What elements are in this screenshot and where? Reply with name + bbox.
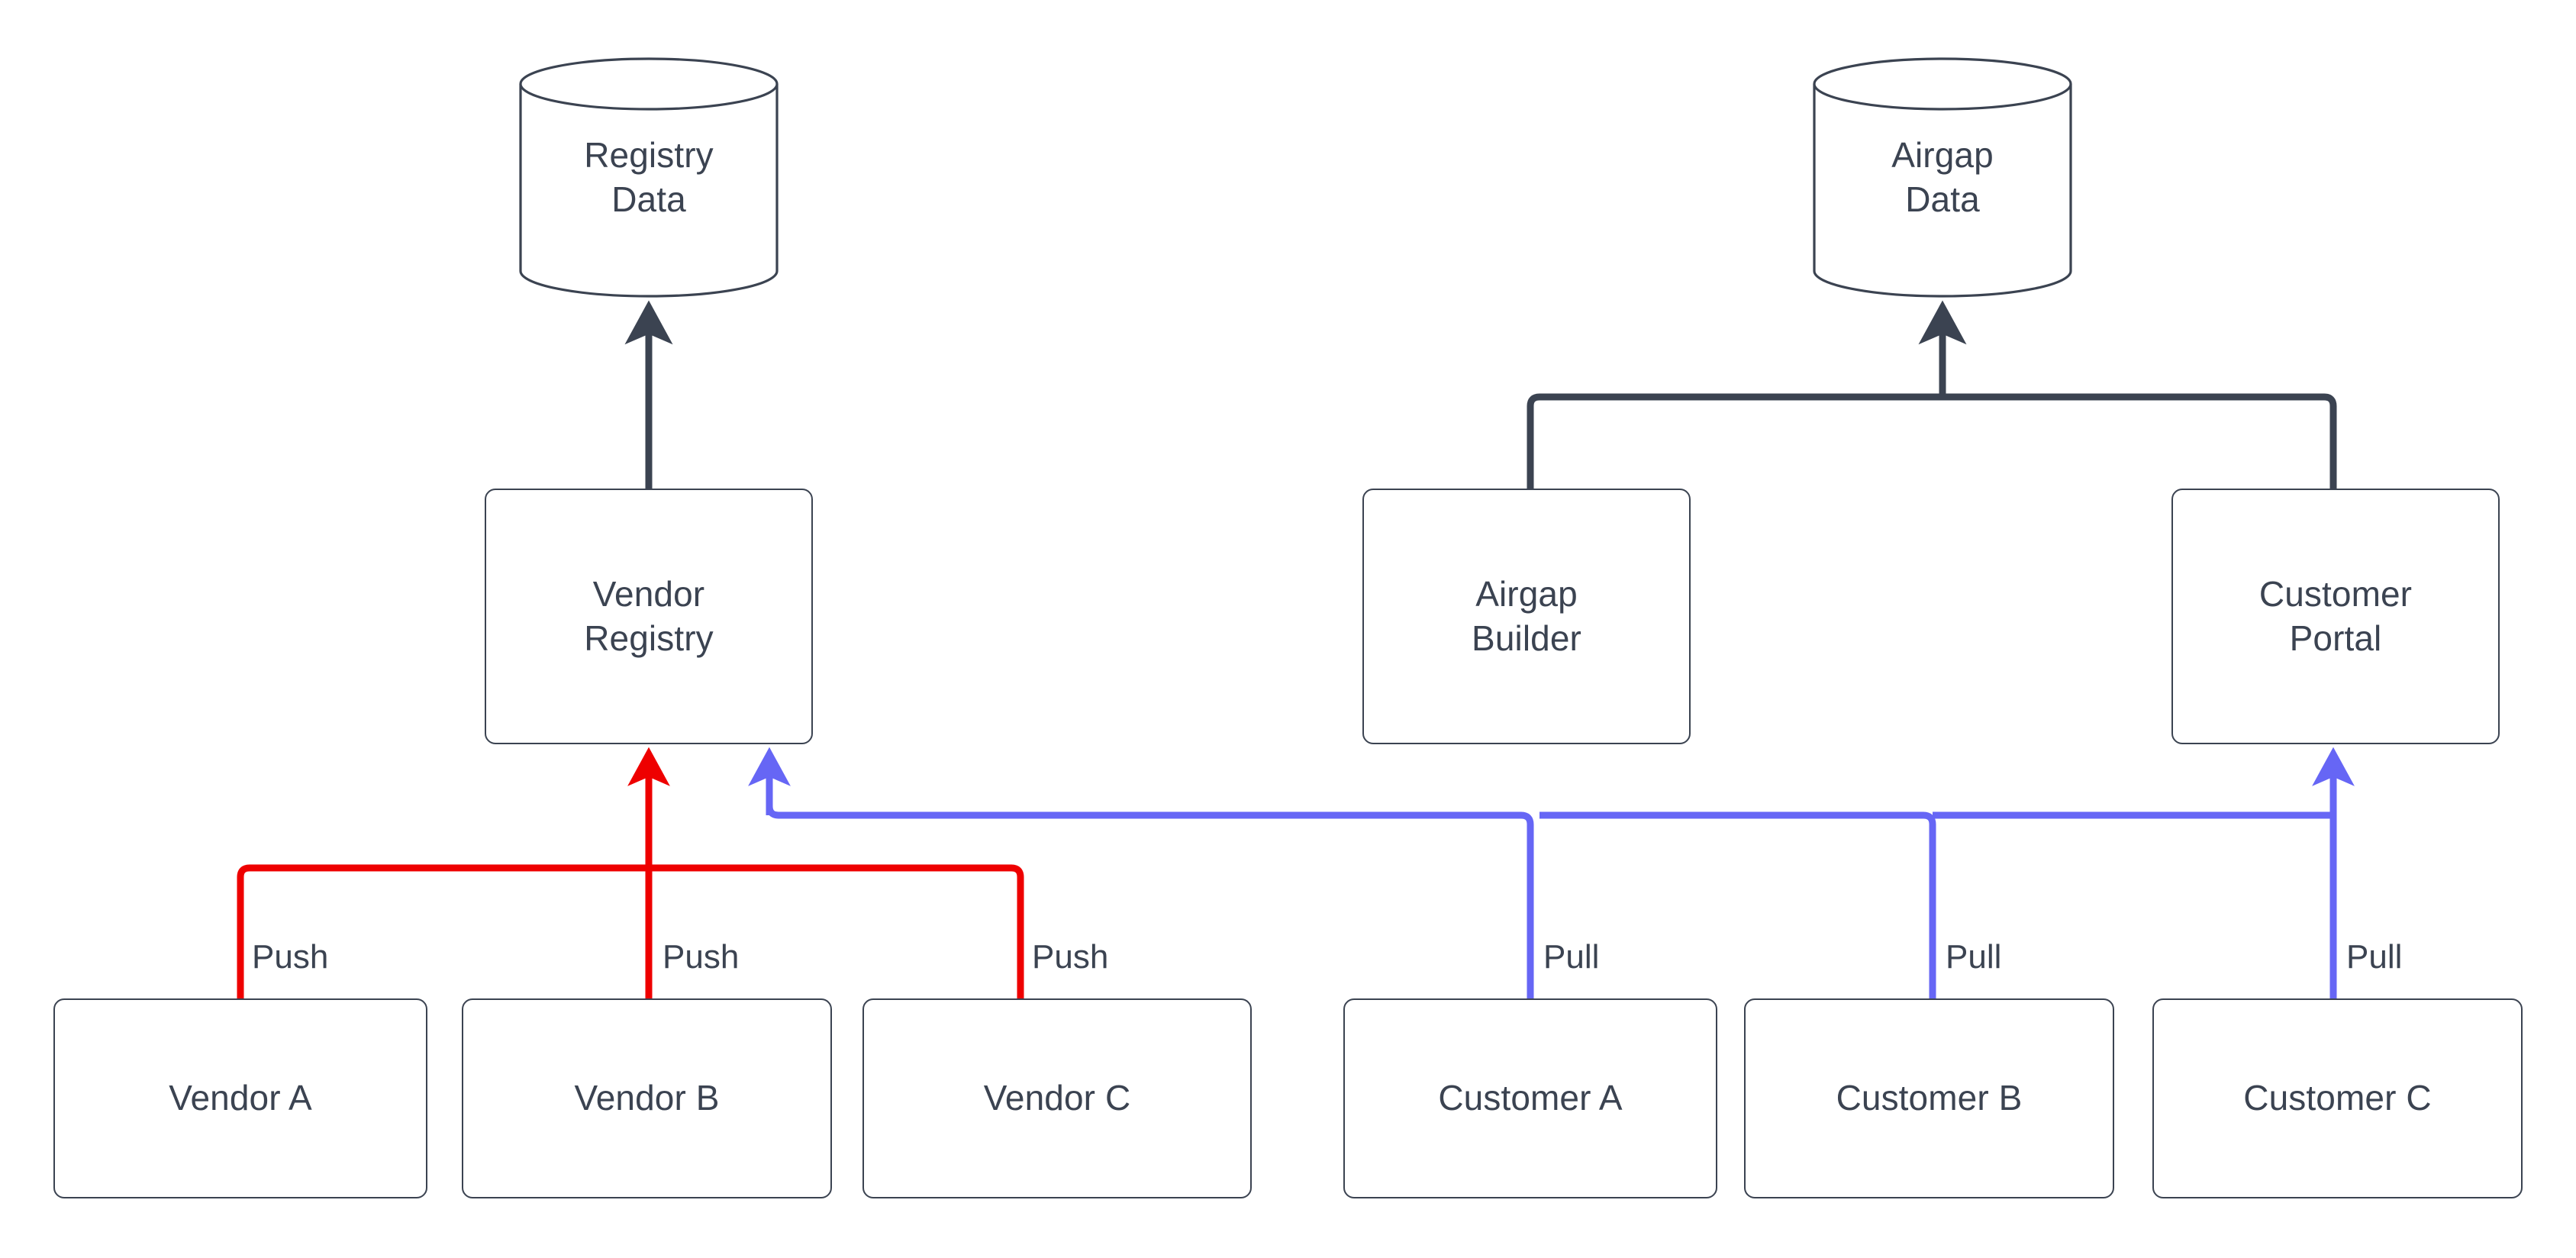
node-airgap-data[interactable]: Airgap Data <box>1813 57 2072 298</box>
node-vendor-b[interactable]: Vendor B <box>462 998 832 1198</box>
node-vendor-registry[interactable]: Vendor Registry <box>485 489 813 744</box>
node-label-line1: Airgap <box>1891 135 1994 176</box>
edge-customer-b-pull <box>1539 811 1936 998</box>
node-label-line2: Data <box>611 179 686 219</box>
edge-airgap-builder-to-airgap-data <box>1527 393 1942 489</box>
node-registry-data[interactable]: Registry Data <box>519 57 779 298</box>
edge-customer-portal-to-airgap-data <box>1942 393 2337 489</box>
edge-vendor-a-push <box>237 864 649 998</box>
edge-customer-a-pull <box>766 805 1534 998</box>
node-label-line1: Customer B <box>1836 1078 2023 1118</box>
cylinder-shape <box>519 57 779 298</box>
node-label-line1: Vendor A <box>169 1078 312 1118</box>
node-customer-b[interactable]: Customer B <box>1744 998 2114 1198</box>
edge-label-push-vendor-c: Push <box>1032 938 1109 976</box>
node-airgap-builder[interactable]: Airgap Builder <box>1362 489 1691 744</box>
edge-label-push-vendor-b: Push <box>663 938 740 976</box>
node-customer-c[interactable]: Customer C <box>2152 998 2523 1198</box>
node-label-line1: Customer <box>2258 574 2413 614</box>
node-label-line1: Customer A <box>1438 1078 1623 1118</box>
node-label-line2: Builder <box>1472 618 1581 658</box>
edge-label-pull-customer-c: Pull <box>2346 938 2403 976</box>
edge-label-pull-customer-b: Pull <box>1946 938 2002 976</box>
node-customer-portal[interactable]: Customer Portal <box>2171 489 2500 744</box>
node-label-line2: Registry <box>584 618 714 658</box>
node-label-line2: Data <box>1905 179 1980 219</box>
node-label-line1: Customer C <box>2243 1078 2432 1118</box>
node-label-line1: Vendor B <box>574 1078 720 1118</box>
node-label-line1: Registry <box>584 135 714 176</box>
node-vendor-a[interactable]: Vendor A <box>53 998 427 1198</box>
node-label-line1: Vendor <box>592 574 705 614</box>
node-customer-a[interactable]: Customer A <box>1343 998 1717 1198</box>
cylinder-shape <box>1813 57 2072 298</box>
edge-label-push-vendor-a: Push <box>252 938 329 976</box>
edge-label-pull-customer-a: Pull <box>1543 938 1600 976</box>
node-label-line1: Airgap <box>1475 574 1578 614</box>
node-vendor-c[interactable]: Vendor C <box>862 998 1252 1198</box>
edge-vendor-c-push <box>649 864 1024 998</box>
node-label-line1: Vendor C <box>983 1078 1131 1118</box>
node-label-line2: Portal <box>2289 618 2382 658</box>
